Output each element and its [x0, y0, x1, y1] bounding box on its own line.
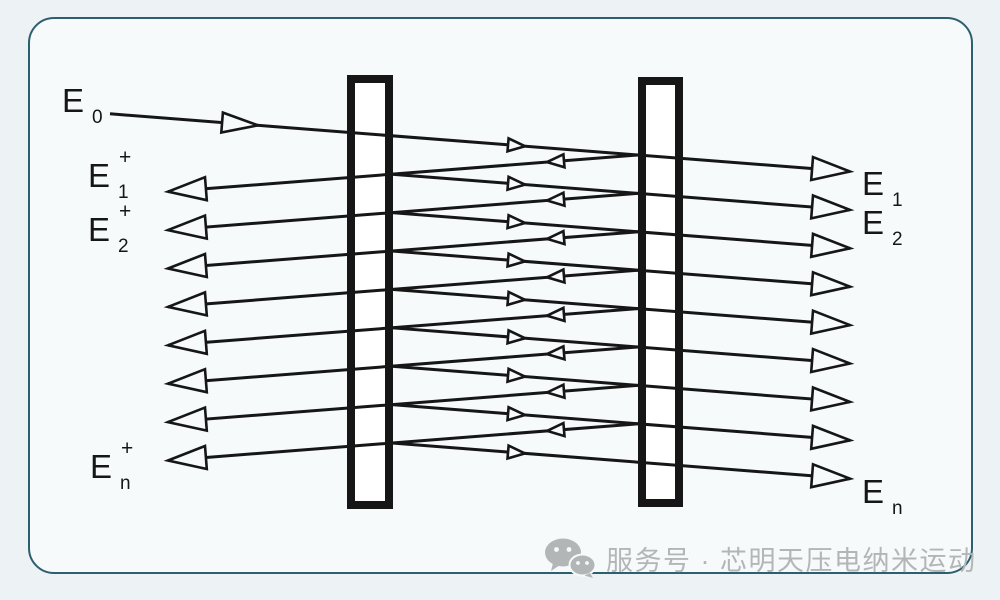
- arrowhead-left: [163, 213, 209, 241]
- transmitted-ray: [391, 287, 851, 327]
- arrowhead-right: [809, 270, 855, 297]
- arrowhead-left: [543, 229, 566, 246]
- transmitted-ray: [391, 211, 851, 250]
- reflected-ray: [167, 191, 639, 232]
- arrowhead-right: [809, 155, 855, 182]
- beam-label-En-transmit-sub: n: [892, 498, 903, 519]
- arrowhead-right: [506, 213, 529, 230]
- reflected-ray: [167, 307, 639, 347]
- beam-label-E1-transmit-sub: 1: [892, 190, 903, 211]
- arrowhead-left: [163, 290, 209, 318]
- transmitted-ray: [391, 172, 851, 212]
- beam-label-E0: E: [62, 82, 84, 119]
- reflected-ray: [167, 268, 639, 309]
- arrowhead-left: [543, 421, 566, 438]
- arrowhead-right: [809, 385, 855, 413]
- arrowhead-left: [163, 405, 209, 433]
- arrowhead-left: [163, 328, 209, 356]
- beam-label-E2-transmit: E: [862, 204, 884, 241]
- watermark: 服务号 · 芯明天压电纳米运动: [543, 537, 977, 579]
- arrowhead-right: [506, 290, 529, 307]
- right-plate: [638, 77, 683, 507]
- arrowhead-right: [809, 347, 855, 374]
- beam-label-E1-reflect-sup: +: [119, 146, 131, 169]
- beam-label-E2-reflect-sup: +: [119, 200, 131, 223]
- arrowhead-left: [543, 190, 566, 208]
- beam-label-E2-reflect-sub: 2: [118, 236, 129, 257]
- arrowhead-right: [809, 232, 855, 259]
- beam-label-E2-reflect: E: [88, 211, 110, 248]
- arrowhead-left: [543, 305, 566, 323]
- arrowhead-left: [543, 382, 566, 400]
- arrowhead-right: [219, 110, 263, 135]
- arrowhead-right: [506, 405, 529, 422]
- arrowhead-right: [809, 193, 855, 221]
- transmitted-ray: [391, 364, 851, 404]
- arrowhead-left: [163, 252, 209, 279]
- transmitted-ray: [391, 249, 851, 289]
- arrowhead-left: [163, 175, 209, 202]
- reflected-ray: [167, 422, 639, 462]
- watermark-text: 服务号 · 芯明天压电纳米运动: [606, 545, 977, 576]
- transmitted-ray: [391, 441, 851, 481]
- wechat-icon: [545, 538, 597, 578]
- arrowhead-right: [809, 462, 855, 489]
- beam-label-E0-sub: 0: [92, 107, 103, 128]
- beam-label-En-reflect-sup: +: [121, 437, 133, 460]
- beam-label-En-reflect-sub: n: [120, 473, 131, 494]
- reflected-ray: [167, 345, 639, 386]
- arrowhead-left: [543, 344, 566, 362]
- beam-label-En-transmit: E: [862, 473, 884, 510]
- arrowhead-left: [543, 152, 566, 170]
- arrowhead-left: [543, 267, 566, 285]
- arrowhead-right: [809, 424, 855, 451]
- arrowhead-right: [506, 136, 529, 154]
- beam-label-E2-transmit-sub: 2: [892, 229, 903, 250]
- beam-label-E1-transmit: E: [862, 165, 884, 202]
- beam-label-E1-reflect-sub: 1: [118, 182, 129, 203]
- reflected-ray: [167, 230, 639, 270]
- arrowhead-right: [506, 328, 529, 346]
- transmitted-ray: [391, 326, 851, 366]
- arrowhead-right: [809, 308, 855, 336]
- beam-label-E1-reflect: E: [88, 157, 110, 194]
- reflected-ray: [167, 383, 639, 424]
- arrowhead-left: [163, 367, 209, 394]
- arrowhead-right: [506, 251, 529, 269]
- reflected-ray: [167, 153, 639, 194]
- arrowhead-left: [163, 444, 209, 471]
- beam-label-En-reflect: E: [90, 448, 112, 485]
- arrowhead-right: [506, 174, 529, 192]
- transmitted-ray: [391, 403, 851, 442]
- arrowhead-right: [506, 366, 529, 384]
- arrowhead-right: [506, 443, 529, 461]
